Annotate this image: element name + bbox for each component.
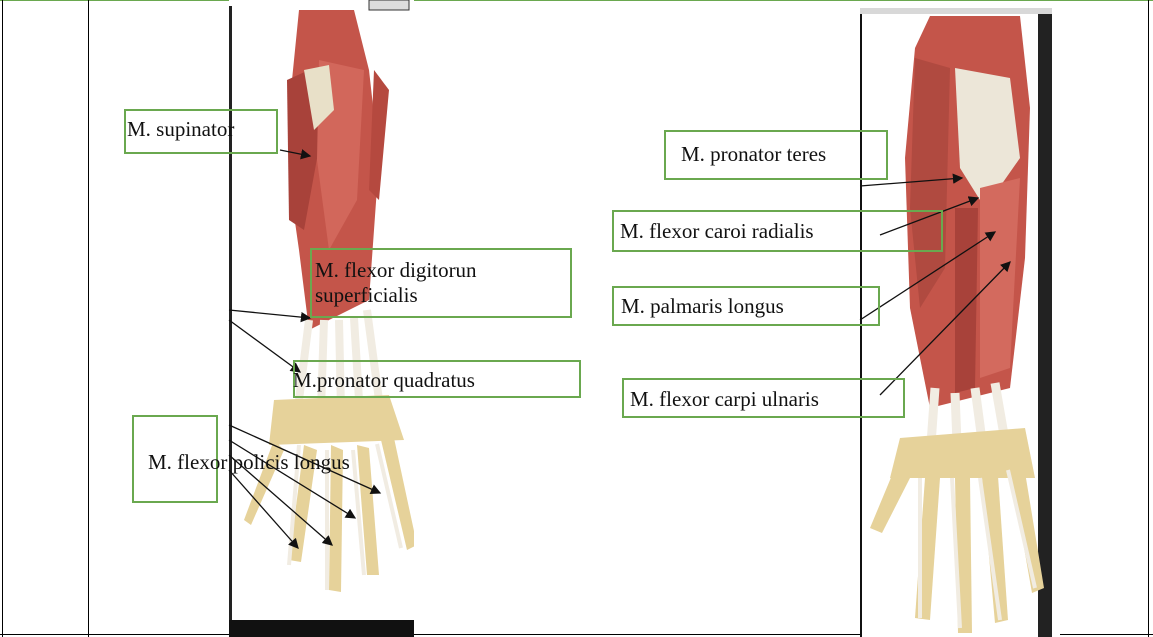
label-flexor-digitorum-line2: superficialis: [315, 283, 418, 307]
label-pronator-quadratus: M.pronator quadratus: [293, 368, 475, 392]
label-flexor-carpi-ulnaris: M. flexor carpi ulnaris: [630, 387, 819, 411]
label-palmaris-longus: M. palmaris longus: [621, 294, 784, 318]
label-supinator: M. supinator: [127, 117, 234, 141]
label-flexor-carpi-radialis: M. flexor caroi radialis: [620, 219, 814, 243]
label-flexor-digitorum-line1: M. flexor digitorun: [315, 258, 477, 282]
label-flexor-pollicis-longus: M. flexor policis longus: [148, 450, 350, 474]
label-pronator-teres: M. pronator teres: [681, 142, 826, 166]
